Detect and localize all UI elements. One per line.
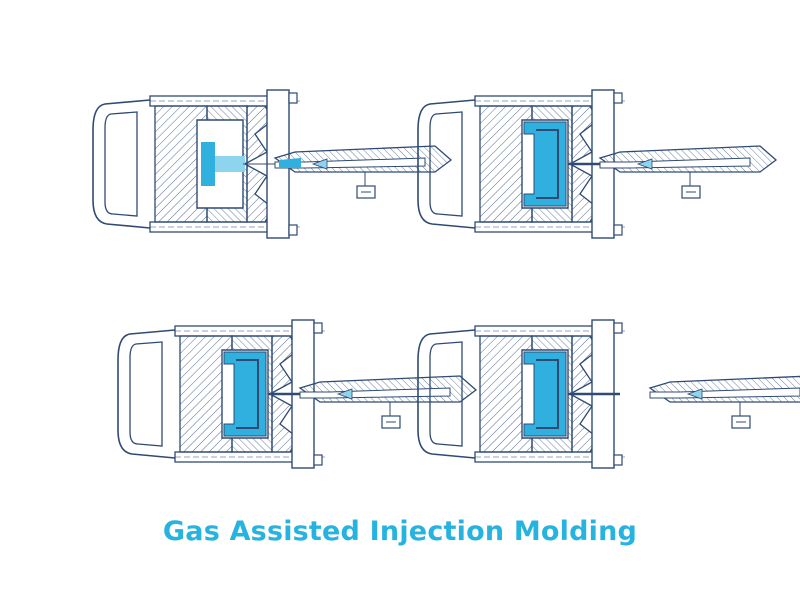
clamp-housing [417, 329, 476, 459]
stage-panel [417, 89, 778, 239]
top-bolt [613, 92, 623, 104]
molded-part [223, 351, 267, 437]
clamp-housing [117, 329, 176, 459]
nozzle-melt [279, 158, 301, 168]
molded-part [523, 121, 567, 207]
gas-valve-icon [311, 158, 328, 170]
clamp-window [104, 111, 138, 217]
gas-valve-icon [636, 158, 653, 170]
top-bolt [313, 322, 323, 334]
injection-nozzle [648, 375, 800, 429]
clamp-window [129, 341, 163, 447]
gas-valve-icon [336, 388, 353, 400]
clamp-housing [417, 99, 476, 229]
stage-panel [92, 89, 453, 239]
gas-channel [536, 359, 559, 429]
diagram-caption: Gas Assisted Injection Molding [162, 516, 638, 547]
injection-nozzle [298, 375, 478, 429]
melt-shot [201, 142, 215, 186]
bottom-bolt [613, 454, 623, 466]
gas-channel [536, 129, 559, 199]
melt-runner [215, 156, 245, 172]
top-bolt [613, 322, 623, 334]
gas-channel [236, 359, 259, 429]
molded-part [523, 351, 567, 437]
clamp-window [429, 341, 463, 447]
clamp-housing [92, 99, 151, 229]
bottom-bolt [288, 224, 298, 236]
clamp-window [429, 111, 463, 217]
stage-panel [417, 319, 800, 469]
gas-valve-icon [686, 388, 703, 400]
injection-nozzle [273, 145, 453, 199]
top-bolt [288, 92, 298, 104]
stage-panel [117, 319, 478, 469]
bottom-bolt [613, 224, 623, 236]
bottom-bolt [313, 454, 323, 466]
injection-nozzle [598, 145, 778, 199]
